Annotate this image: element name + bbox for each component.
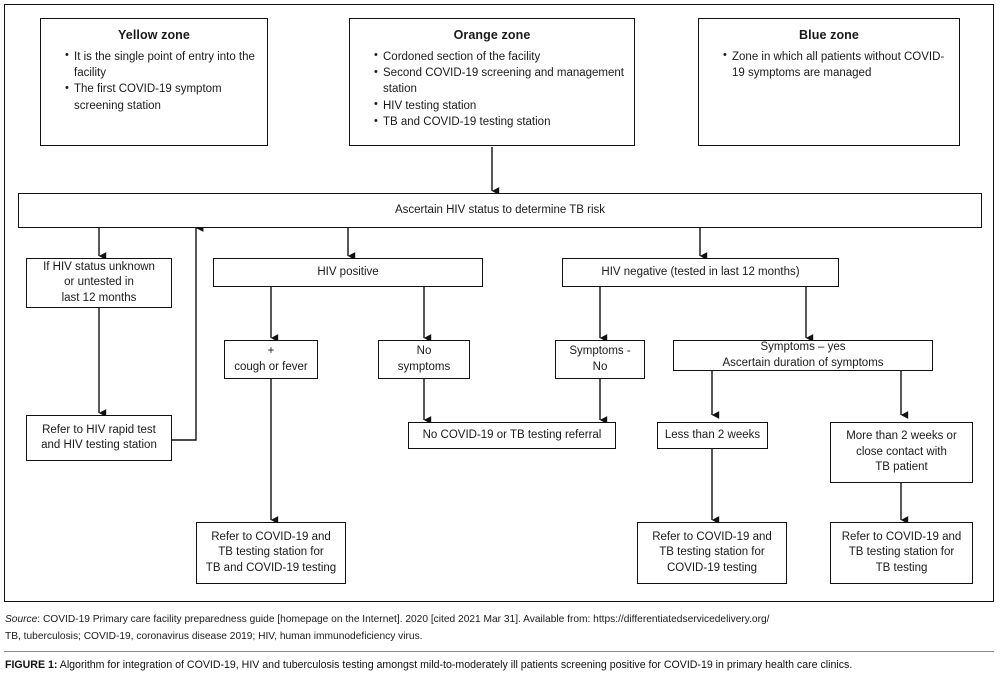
node-symptoms-no[interactable]: Symptoms - No <box>555 340 645 379</box>
node-label-line: Refer to HIV rapid test <box>42 423 156 436</box>
zone-title-orange: Orange zone <box>453 28 531 42</box>
node-label-line: More than 2 weeks or <box>846 430 957 443</box>
caption-divider <box>4 651 994 652</box>
node-label-line: cough or fever <box>234 360 308 373</box>
node-more-than-2-weeks[interactable]: More than 2 weeks or close contact with … <box>830 422 973 483</box>
zone-item: Zone in which all patients without COVID… <box>723 48 949 82</box>
source-line: Source: COVID-19 Primary care facility p… <box>5 612 990 629</box>
node-label-line: TB testing station for <box>218 546 324 559</box>
zone-title-yellow: Yellow zone <box>118 28 190 42</box>
figure-outer-frame <box>4 4 994 602</box>
node-label-line: or untested in <box>64 276 134 289</box>
node-label-line: Refer to COVID-19 and <box>652 530 772 543</box>
zone-list-blue: Zone in which all patients without COVID… <box>709 48 949 82</box>
zone-list-yellow: It is the single point of entry into the… <box>51 48 257 114</box>
zone-list-orange: Cordoned section of the facility Second … <box>360 48 624 131</box>
zone-item: TB and COVID-19 testing station <box>374 114 624 130</box>
node-label-line: Symptoms – yes <box>760 341 846 354</box>
zone-title-blue: Blue zone <box>799 28 859 42</box>
node-ascertain-hiv-status[interactable]: Ascertain HIV status to determine TB ris… <box>18 193 982 228</box>
node-label-line: COVID-19 testing <box>666 561 758 574</box>
node-label: No COVID-19 or TB testing referral <box>422 428 602 441</box>
source-label: Source <box>5 614 38 625</box>
node-label-line: TB testing <box>875 561 928 574</box>
node-hiv-negative[interactable]: HIV negative (tested in last 12 months) <box>562 258 839 287</box>
node-label-line: Symptoms - <box>569 345 631 358</box>
node-label: HIV positive <box>317 265 379 278</box>
node-hiv-positive[interactable]: HIV positive <box>213 258 483 287</box>
zone-item: It is the single point of entry into the… <box>65 48 257 82</box>
node-label-line: Ascertain duration of symptoms <box>722 356 884 369</box>
source-note: Source: COVID-19 Primary care facility p… <box>5 612 990 645</box>
source-text: : COVID-19 Primary care facility prepare… <box>37 614 770 625</box>
zone-item: The first COVID-19 symptom screening sta… <box>65 81 257 114</box>
zone-box-orange[interactable]: Orange zone Cordoned section of the faci… <box>349 18 635 146</box>
zone-box-yellow[interactable]: Yellow zone It is the single point of en… <box>40 18 268 146</box>
abbreviations-line: TB, tuberculosis; COVID-19, coronavirus … <box>5 630 423 642</box>
node-label: HIV negative (tested in last 12 months) <box>601 265 800 278</box>
figure-caption-text: Algorithm for integration of COVID-19, H… <box>57 659 853 671</box>
node-label: Ascertain HIV status to determine TB ris… <box>394 203 606 216</box>
zone-item: Second COVID-19 screening and management… <box>374 65 624 98</box>
node-label-line: last 12 months <box>61 291 137 304</box>
node-label-line: and HIV testing station <box>41 439 157 451</box>
figure-caption: FIGURE 1: Algorithm for integration of C… <box>5 657 990 674</box>
node-refer-hiv-rapid-test[interactable]: Refer to HIV rapid test and HIV testing … <box>26 415 172 461</box>
node-label-line: TB and COVID-19 testing <box>205 561 337 574</box>
node-cough-or-fever[interactable]: + cough or fever <box>224 340 318 379</box>
node-label-line: TB testing station for <box>659 546 765 559</box>
node-hiv-status-unknown[interactable]: If HIV status unknown or untested in las… <box>26 258 172 308</box>
node-label-line: TB testing station for <box>848 546 955 559</box>
node-label-line: + <box>267 345 275 358</box>
node-label-line: symptoms <box>397 360 451 373</box>
node-label-line: Refer to COVID-19 and <box>841 530 962 543</box>
node-label-line: Refer to COVID-19 and <box>211 530 331 543</box>
node-no-covid-or-tb-testing-referral[interactable]: No COVID-19 or TB testing referral <box>408 422 616 449</box>
node-label-line: If HIV status unknown <box>43 260 155 273</box>
node-refer-tb-testing[interactable]: Refer to COVID-19 and TB testing station… <box>830 522 973 584</box>
node-label-line: close contact with <box>856 445 947 458</box>
node-label-line: No <box>416 345 432 358</box>
figure-number-label: FIGURE 1: <box>5 659 58 671</box>
node-less-than-2-weeks[interactable]: Less than 2 weeks <box>657 422 768 449</box>
node-no-symptoms[interactable]: No symptoms <box>378 340 470 379</box>
zone-box-blue[interactable]: Blue zone Zone in which all patients wit… <box>698 18 960 146</box>
zone-item: HIV testing station <box>374 97 624 114</box>
node-label-line: No <box>592 360 608 373</box>
node-label-line: TB patient <box>875 461 928 474</box>
node-refer-covid-testing[interactable]: Refer to COVID-19 and TB testing station… <box>637 522 787 584</box>
node-refer-tb-and-covid-testing[interactable]: Refer to COVID-19 and TB testing station… <box>196 522 346 584</box>
node-symptoms-yes[interactable]: Symptoms – yes Ascertain duration of sym… <box>673 340 933 371</box>
node-label: Less than 2 weeks <box>664 428 761 441</box>
zone-item: Cordoned section of the facility <box>374 48 624 65</box>
